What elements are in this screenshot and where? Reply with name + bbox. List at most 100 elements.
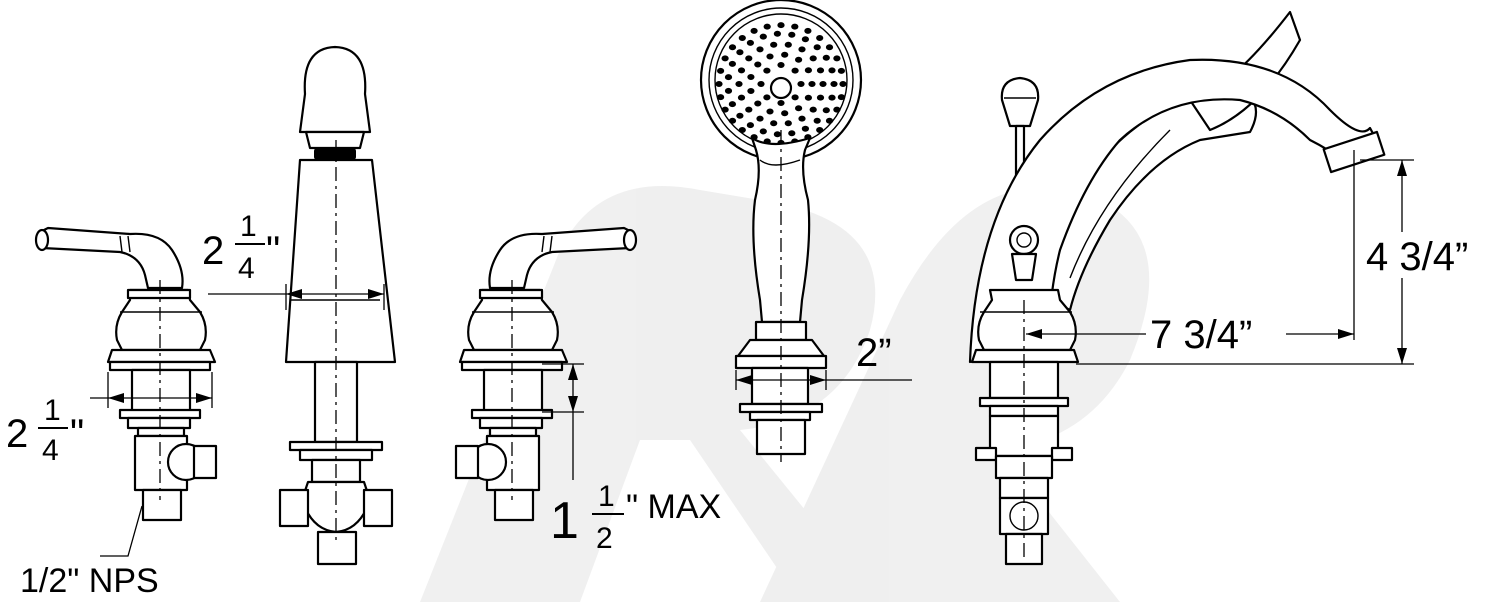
spray-nozzle — [747, 74, 755, 80]
spray-nozzle — [745, 106, 753, 113]
spray-nozzle — [717, 94, 725, 101]
spray-nozzle — [816, 127, 824, 133]
spray-nozzle — [728, 101, 737, 108]
spray-nozzle — [828, 94, 836, 101]
spray-nozzle — [746, 39, 755, 46]
spray-nozzle — [770, 120, 778, 127]
left-valve-width-whole: 2 — [6, 412, 28, 456]
spray-nozzle — [833, 55, 841, 62]
spray-nozzle — [781, 110, 789, 117]
spray-nozzle — [808, 81, 816, 87]
spray-nozzle — [819, 81, 827, 87]
spray-nozzle — [798, 115, 806, 122]
spray-nozzle — [777, 22, 785, 29]
spray-nozzle — [766, 53, 774, 60]
spray-nozzle — [721, 106, 729, 113]
spray-nozzle — [801, 36, 810, 43]
spray-nozzle — [763, 67, 771, 74]
spray-nozzle — [773, 131, 782, 138]
spray-nozzle — [738, 127, 746, 133]
spray-nozzle — [754, 100, 762, 107]
right-valve-max-whole: 1 — [550, 492, 579, 550]
right-valve-max-dimension: 1 1 2 " MAX — [542, 363, 721, 555]
spray-nozzle — [728, 60, 737, 67]
spray-nozzle — [809, 106, 817, 113]
spray-nozzle — [791, 23, 799, 30]
spray-nozzle — [715, 81, 723, 87]
spray-nozzle — [747, 88, 755, 94]
spray-nozzle — [788, 31, 796, 38]
spray-nozzle — [784, 120, 792, 127]
spout-width-dimension: 2 1 4 " — [202, 210, 385, 310]
spray-nozzle — [757, 81, 765, 87]
spray-nozzle — [833, 106, 841, 113]
spray-nozzle — [756, 115, 764, 122]
spray-nozzle — [745, 55, 753, 62]
spray-nozzle — [804, 94, 813, 101]
spray-nozzle — [825, 117, 834, 124]
spray-nozzle — [795, 105, 803, 112]
spray-nozzle — [777, 100, 785, 106]
spray-nozzle — [737, 67, 746, 74]
spray-nozzle — [788, 130, 796, 137]
spray-nozzle — [809, 55, 817, 62]
deck-spout — [278, 45, 397, 566]
left-handle-valve — [34, 226, 218, 522]
spray-nozzles — [715, 22, 847, 146]
handshower-width-dimension: 2” — [735, 331, 912, 390]
spray-nozzle — [746, 122, 755, 129]
spray-nozzle — [773, 30, 782, 37]
spray-nozzle — [738, 35, 746, 41]
spray-nozzle — [736, 112, 744, 119]
spray-nozzle — [763, 23, 771, 30]
spray-nozzle — [724, 74, 733, 81]
hand-shower — [699, 0, 863, 462]
spray-nozzle — [816, 94, 825, 101]
spray-nozzle — [798, 46, 806, 53]
spray-nozzle — [816, 35, 824, 41]
spray-nozzle — [822, 54, 830, 61]
spray-nozzle — [770, 41, 778, 48]
spray-nozzle — [801, 125, 810, 132]
spout-width-inch-mark: " — [266, 229, 280, 273]
spray-nozzle — [737, 94, 746, 101]
left-valve-width-dimension: 2 1 4 " — [6, 372, 213, 467]
right-valve-max-denominator: 2 — [596, 522, 613, 555]
spray-nozzle — [791, 94, 799, 101]
spray-nozzle — [837, 94, 846, 101]
nps-callout: 1/2" NPS — [20, 505, 159, 600]
spray-nozzle — [791, 67, 799, 74]
spray-nozzle — [777, 62, 785, 68]
spout-width-whole: 2 — [202, 229, 224, 273]
spray-nozzle — [804, 67, 813, 74]
spray-nozzle — [822, 107, 830, 114]
handshower-width-label: 2” — [856, 331, 892, 375]
spray-nozzle — [804, 27, 812, 34]
spray-nozzle — [813, 44, 821, 51]
spout-width-denominator: 4 — [238, 252, 255, 285]
spray-nozzle — [756, 46, 764, 53]
left-valve-width-denominator: 4 — [42, 434, 59, 467]
spray-nozzle — [837, 67, 846, 74]
spray-nozzle — [839, 81, 847, 87]
nps-label: 1/2" NPS — [20, 562, 159, 600]
tub-spout-height-label: 4 3/4” — [1366, 235, 1468, 279]
spray-nozzle — [781, 51, 789, 58]
tub-spout-reach-label: 7 3/4” — [1150, 313, 1252, 357]
spray-nozzle — [754, 61, 762, 68]
tub-spout-reach-dimension: 7 3/4” — [1026, 150, 1355, 357]
spray-nozzle — [736, 49, 744, 56]
right-handle-valve — [454, 226, 638, 522]
spray-nozzle — [816, 67, 825, 74]
spray-nozzle — [724, 87, 733, 94]
right-valve-max-label: " MAX — [626, 488, 721, 526]
spray-nozzle — [728, 117, 737, 124]
left-valve-width-numerator: 1 — [44, 394, 61, 427]
spray-nozzle — [813, 117, 821, 124]
spray-nozzle — [825, 44, 834, 51]
left-valve-width-inch-mark: " — [70, 412, 84, 456]
spray-nozzle — [721, 55, 729, 62]
tub-spout — [968, 10, 1386, 566]
spray-nozzle — [735, 81, 743, 87]
